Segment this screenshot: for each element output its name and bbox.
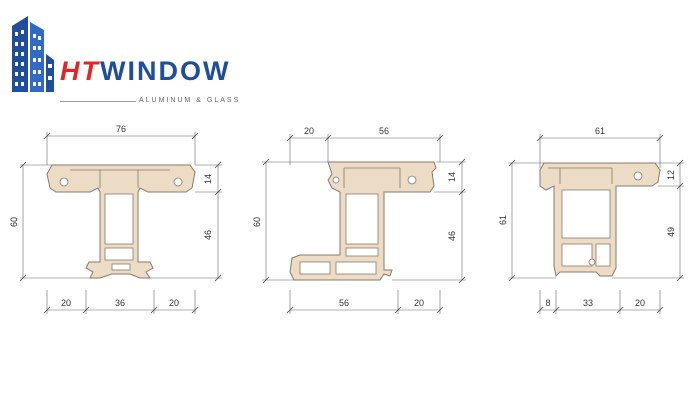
dim-total-height: 60 — [252, 217, 262, 227]
brand-prefix: HT — [60, 56, 100, 86]
z-sash-chamber — [345, 247, 379, 257]
t-mullion-slot — [111, 263, 131, 271]
t-mullion-chamber — [104, 193, 134, 245]
dim-flange-height: 14 — [447, 172, 457, 182]
dim-total-height: 61 — [498, 215, 508, 225]
z-sash-dimensions: 20 56 60 14 46 56 20 — [252, 126, 466, 314]
z-sash-chamber — [299, 261, 331, 275]
brand-tagline: ALUMINUM & GLASS — [139, 97, 241, 104]
dim-bottom-right: 20 — [169, 298, 179, 308]
z-sash-groove — [407, 175, 417, 185]
dim-web-height: 46 — [447, 231, 457, 241]
building-icon — [12, 16, 54, 92]
dim-flange-height: 14 — [203, 174, 213, 184]
dim-flange-height: 12 — [666, 170, 676, 180]
dim-bottom-left: 8 — [545, 298, 550, 308]
l-frame-dimensions: 61 61 12 49 8 33 20 — [498, 126, 684, 314]
t-mullion-profile — [46, 164, 196, 279]
t-mullion-dimensions: 76 60 14 46 20 36 20 — [9, 124, 222, 314]
l-frame-chamber — [595, 243, 611, 267]
dim-top-width: 76 — [116, 124, 126, 134]
z-sash-profile — [289, 161, 437, 281]
z-sash-chamber — [335, 261, 377, 275]
dim-web-height: 49 — [666, 227, 676, 237]
dim-total-height: 60 — [9, 217, 19, 227]
l-frame-groove — [633, 171, 643, 181]
dim-bottom-mid: 33 — [583, 298, 593, 308]
dim-top-width: 56 — [379, 126, 389, 136]
dim-web-height: 46 — [203, 230, 213, 240]
z-sash-groove — [332, 176, 340, 184]
l-frame-chamber — [561, 189, 611, 239]
brand-name: WINDOW — [100, 56, 231, 86]
dim-bottom-width: 56 — [339, 298, 349, 308]
l-frame-chamber — [561, 243, 593, 267]
brand-wordmark: HTWINDOW — [60, 58, 230, 85]
brand-logo: HTWINDOW ALUMINUM & GLASS — [8, 14, 248, 104]
dim-bottom-left: 20 — [61, 298, 71, 308]
dim-bottom-right: 20 — [635, 298, 645, 308]
dim-bottom-right: 20 — [414, 298, 424, 308]
t-mullion-groove — [173, 177, 183, 187]
t-mullion-groove — [59, 177, 69, 187]
l-frame-groove — [588, 258, 596, 266]
brand-divider — [60, 101, 136, 102]
dim-top-width: 61 — [595, 126, 605, 136]
dim-bottom-mid: 36 — [115, 298, 125, 308]
l-frame-profile — [539, 162, 661, 278]
dim-top-offset: 20 — [304, 126, 314, 136]
z-sash-chamber — [345, 193, 379, 245]
t-mullion-chamber — [104, 247, 134, 261]
